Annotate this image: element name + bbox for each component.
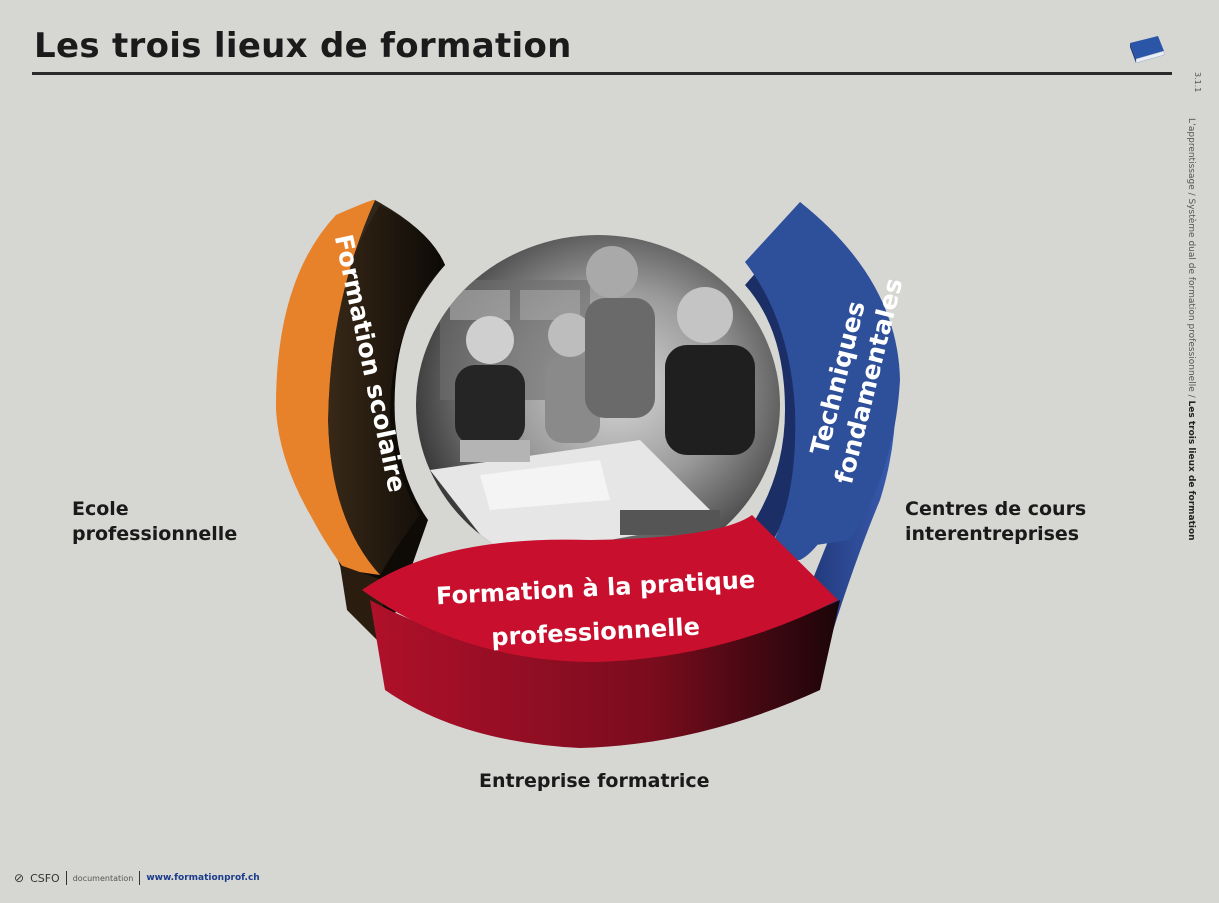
book-icon[interactable] bbox=[1124, 33, 1166, 63]
footer-divider bbox=[139, 871, 141, 885]
label-ecole-line2: professionnelle bbox=[72, 523, 238, 545]
breadcrumb: L’apprentissage / Système dual de format… bbox=[1186, 118, 1196, 548]
segment-formation-scolaire bbox=[275, 199, 445, 648]
segment-techniques-fondamentales bbox=[745, 202, 900, 640]
label-entreprise-formatrice: Entreprise formatrice bbox=[479, 770, 710, 792]
footer-org: CSFO bbox=[30, 871, 60, 885]
breadcrumb-prefix: L’apprentissage / Système dual de format… bbox=[1186, 118, 1196, 401]
workshop-photo bbox=[416, 235, 780, 575]
label-centres-de-cours: Centres de cours interentreprises bbox=[905, 497, 1086, 547]
label-ecole-line1: Ecole bbox=[72, 498, 129, 520]
label-centres-line2: interentreprises bbox=[905, 523, 1080, 545]
footer-section: documentation bbox=[72, 873, 134, 883]
label-ecole-professionnelle: Ecole professionnelle bbox=[72, 497, 237, 547]
title-rule bbox=[32, 72, 1172, 75]
label-centres-line1: Centres de cours bbox=[905, 498, 1087, 520]
breadcrumb-current: Les trois lieux de formation bbox=[1186, 400, 1196, 541]
footer-link[interactable]: www.formationprof.ch bbox=[146, 873, 260, 883]
footer-divider bbox=[65, 871, 67, 885]
csfo-logo-icon: ⊘ bbox=[14, 871, 25, 885]
page-title: Les trois lieux de formation bbox=[34, 26, 572, 66]
footer: ⊘ CSFO documentation www.formationprof.c… bbox=[14, 871, 260, 885]
segment-formation-pratique bbox=[362, 515, 840, 748]
